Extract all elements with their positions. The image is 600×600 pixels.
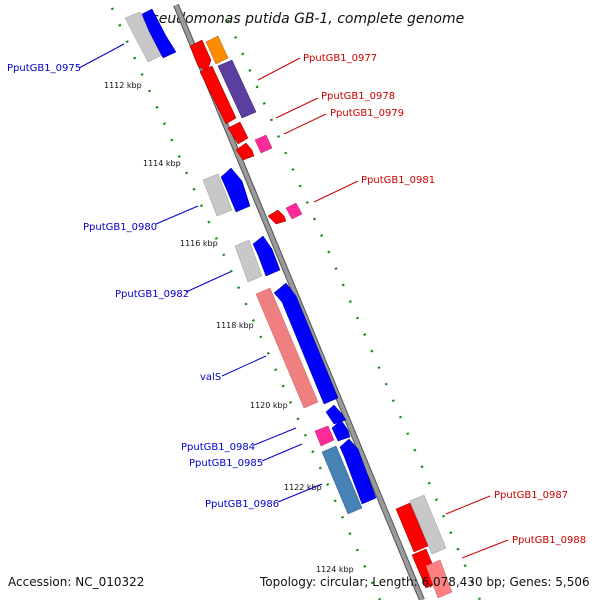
gene-red-0978 [227,121,249,145]
tick-label-1120: 1120 kbp [250,401,288,410]
gene-blue-small-2 [331,419,351,442]
label-PputGB1-0975[interactable]: PputGB1_0975 [7,63,81,74]
gene-blue-0980 [220,167,251,213]
tick-label-1122: 1122 kbp [284,483,322,492]
gene-blue-0986 [339,438,377,505]
gene-lightred-0988 [425,559,453,599]
tick-label-1118: 1118 kbp [216,321,254,330]
gene-blue-0975 [141,8,177,59]
gene-red-long [199,65,237,125]
inner-lane-genes [124,11,363,515]
gene-blue-small-1 [325,404,347,425]
gene-red-0987 [395,502,429,553]
reverse-lane-genes [189,35,453,599]
leader-line-0982 [185,271,231,293]
leader-line-0977 [257,57,301,81]
right-gene-labels: PputGB1_0977 PputGB1_0978 PputGB1_0979 P… [257,53,586,559]
leader-line-0985 [261,443,303,462]
leader-line-valS [221,355,267,377]
gene-pink-0984 [314,425,335,447]
leader-line-0984 [253,427,297,446]
gene-blue-0982 [252,235,281,277]
gene-steel-0986 [321,445,363,515]
leader-line-0981 [313,180,359,203]
label-PputGB1-0980[interactable]: PputGB1_0980 [83,222,157,233]
leader-line-0980 [155,205,199,225]
label-PputGB1-0978[interactable]: PputGB1_0978 [321,91,395,102]
label-PputGB1-0986[interactable]: PputGB1_0986 [205,499,279,510]
gene-purple-0978 [217,59,257,119]
label-PputGB1-0987[interactable]: PputGB1_0987 [494,490,568,501]
tick-label-1112: 1112 kbp [104,81,142,90]
gene-pink-0979 [254,134,273,154]
inner-tick-guide [110,7,382,600]
leader-line-0988 [461,539,509,559]
leader-line-0979 [283,113,327,135]
label-PputGB1-0985[interactable]: PputGB1_0985 [189,458,263,469]
gene-valS [255,287,319,409]
label-PputGB1-0984[interactable]: PputGB1_0984 [181,442,255,453]
gene-red-0977 [189,39,212,73]
left-gene-labels: PputGB1_0975 PputGB1_0980 PputGB1_0982 v… [7,43,323,510]
label-PputGB1-0977[interactable]: PputGB1_0977 [303,53,377,64]
tick-labels: 1112 kbp 1114 kbp 1116 kbp 1118 kbp 1120… [104,81,354,574]
leader-line-0986 [277,483,323,503]
gene-grey-0987 [409,494,447,555]
gene-red-arrow-0979 [235,142,255,161]
leader-line-0978 [275,97,319,119]
leader-line-0987 [445,495,491,515]
tick-label-1116: 1116 kbp [180,239,218,248]
topology-text: Topology: circular; Length: 6,078,430 bp… [259,575,590,589]
forward-lane-genes [141,8,377,505]
gene-red-0981 [267,209,287,225]
label-PputGB1-0982[interactable]: PputGB1_0982 [115,289,189,300]
label-PputGB1-0979[interactable]: PputGB1_0979 [330,108,404,119]
gene-blue-large [273,282,339,405]
label-PputGB1-0981[interactable]: PputGB1_0981 [361,175,435,186]
gene-grey-0980 [202,173,233,217]
gene-pink-0981 [285,202,303,220]
gene-orange-0977 [205,35,229,65]
leader-line-0975 [78,43,125,69]
tick-label-1124: 1124 kbp [316,565,354,574]
label-valS[interactable]: valS [200,372,221,383]
map-title: Pseudomonas putida GB-1, complete genome [143,11,464,27]
accession-text: Accession: NC_010322 [8,575,144,589]
gene-grey-0982 [234,239,263,283]
tick-label-1114: 1114 kbp [143,159,181,168]
label-PputGB1-0988[interactable]: PputGB1_0988 [512,535,586,546]
